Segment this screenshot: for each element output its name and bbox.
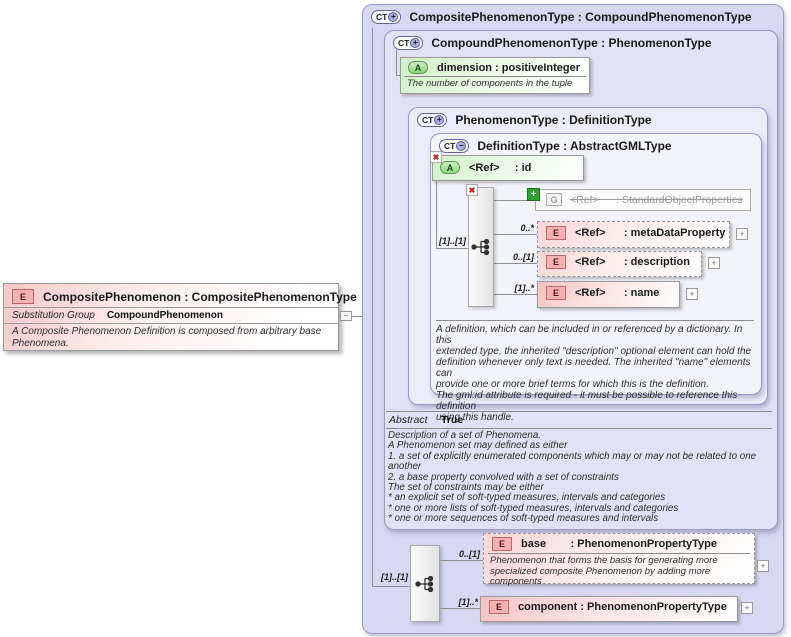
expand-button[interactable]: + (708, 257, 720, 269)
element-icon: E (546, 255, 566, 269)
definition-type-annotation: A definition, which can be included in o… (436, 324, 752, 423)
complex-type-icon: CT + (371, 10, 402, 24)
abstract-facet-label: Abstract (389, 414, 428, 426)
type-title: PhenomenonType : DefinitionType (455, 113, 652, 127)
occurrence-label: [1]..* (458, 597, 478, 607)
connector-line (494, 234, 537, 235)
expand-button[interactable]: + (736, 228, 748, 240)
prohibited-icon: ✖ (466, 184, 478, 196)
collapse-connector-icon[interactable]: − (340, 311, 352, 321)
prohibited-icon: ✖ (430, 151, 442, 163)
name-element-box[interactable]: E <Ref> : name (537, 281, 680, 308)
element-title: <Ref> : description (575, 256, 690, 268)
expand-button[interactable]: + (741, 602, 753, 614)
connector-line (440, 560, 483, 561)
element-header: E CompositePhenomenon : CompositePhenome… (4, 284, 357, 307)
separator-rule (386, 411, 772, 412)
element-title: CompositePhenomenon : CompositePhenomeno… (43, 289, 357, 304)
element-title: <Ref> : metaDataProperty (575, 227, 726, 239)
sequence-compositor (410, 545, 440, 622)
separator-rule (386, 428, 772, 429)
separator-rule (436, 320, 754, 321)
occurrence-label: 0..* (520, 223, 534, 233)
base-element-box[interactable]: E base : PhenomenonPropertyType Phenomen… (483, 533, 755, 587)
element-title: base : PhenomenonPropertyType (521, 538, 718, 550)
complex-type-icon: CT − (439, 139, 470, 153)
restriction-minus-icon: − (456, 141, 467, 151)
element-icon: E (492, 537, 512, 551)
substitution-group-row: Substitution Group CompoundPhenomenon (4, 307, 338, 324)
type-header: CT − DefinitionType : AbstractGMLType (431, 134, 761, 153)
sequence-occurrence-label: [1]..[1] (439, 236, 466, 246)
standard-object-properties-group-box[interactable]: + G <Ref> : StandardObjectProperties (527, 188, 751, 211)
element-title: <Ref> : name (575, 287, 660, 299)
type-title: CompoundPhenomenonType : PhenomenonType (431, 36, 712, 50)
type-title: CompositePhenomenonType : CompoundPhenom… (409, 10, 752, 24)
element-annotation: Phenomenon that forms the basis for gene… (488, 553, 750, 588)
type-header: CT + CompoundPhenomenonType : Phenomenon… (385, 31, 777, 50)
expand-button[interactable]: + (686, 288, 698, 300)
element-icon: E (489, 600, 509, 614)
extension-plus-icon: + (410, 38, 421, 48)
element-icon: E (12, 289, 34, 304)
description-element-box[interactable]: E <Ref> : description (537, 251, 702, 277)
substitution-group-label: Substitution Group (12, 310, 95, 321)
group-title: <Ref> : StandardObjectProperties (570, 193, 743, 206)
type-header: CT + PhenomenonType : DefinitionType (409, 108, 767, 127)
composite-phenomenon-element-box[interactable]: E CompositePhenomenon : CompositePhenome… (3, 283, 357, 351)
complex-type-icon: CT + (417, 113, 448, 127)
connector-line (436, 181, 437, 248)
sequence-occurrence-label: [1]..[1] (381, 572, 408, 582)
attribute-title: <Ref> : id (469, 161, 532, 174)
substitution-group-value: CompoundPhenomenon (106, 310, 223, 321)
element-annotation: A Composite Phenomenon Definition is com… (12, 326, 322, 349)
dimension-attribute-box[interactable]: A dimension : positiveInteger The number… (400, 57, 590, 94)
compound-type-annotation: Description of a set of Phenomena. A Phe… (388, 430, 757, 525)
sequence-icon (415, 575, 434, 592)
extension-plus-icon: + (434, 115, 445, 125)
occurrence-label: [1]..* (514, 283, 534, 293)
connector-line (440, 608, 480, 609)
group-icon: G (546, 193, 562, 206)
extension-plus-icon: + (388, 12, 399, 22)
abstract-facet-value: True (441, 414, 464, 426)
attribute-annotation: The number of components in the tuple (404, 76, 586, 90)
expand-button[interactable]: + (757, 560, 769, 572)
attribute-icon: A (408, 61, 428, 74)
element-icon: E (546, 286, 566, 300)
connector-line (494, 263, 537, 264)
type-title: DefinitionType : AbstractGMLType (477, 139, 672, 153)
occurrence-label: 0..[1] (512, 252, 534, 262)
element-title: component : PhenomenonPropertyType (518, 601, 727, 613)
complex-type-icon: CT + (393, 36, 424, 50)
connector-line (372, 586, 410, 587)
id-attribute-box[interactable]: ✖ A <Ref> : id (430, 151, 584, 181)
insert-plus-icon: + (527, 188, 540, 201)
sequence-icon (471, 238, 490, 256)
occurrence-label: 0..[1] (458, 549, 480, 559)
element-icon: E (546, 226, 566, 240)
connector-line (494, 294, 537, 295)
connector-line (396, 75, 402, 76)
attribute-icon: A (440, 161, 460, 174)
metadataproperty-element-box[interactable]: E <Ref> : metaDataProperty (537, 221, 730, 248)
attribute-title: dimension : positiveInteger (437, 61, 581, 74)
connector-line (372, 28, 373, 586)
component-element-box[interactable]: E component : PhenomenonPropertyType (480, 596, 738, 622)
connector-line (494, 200, 530, 201)
type-header: CT + CompositePhenomenonType : CompoundP… (363, 5, 783, 24)
connector-line (436, 248, 468, 249)
connector-line (396, 50, 397, 75)
sequence-compositor: ✖ (466, 184, 494, 307)
